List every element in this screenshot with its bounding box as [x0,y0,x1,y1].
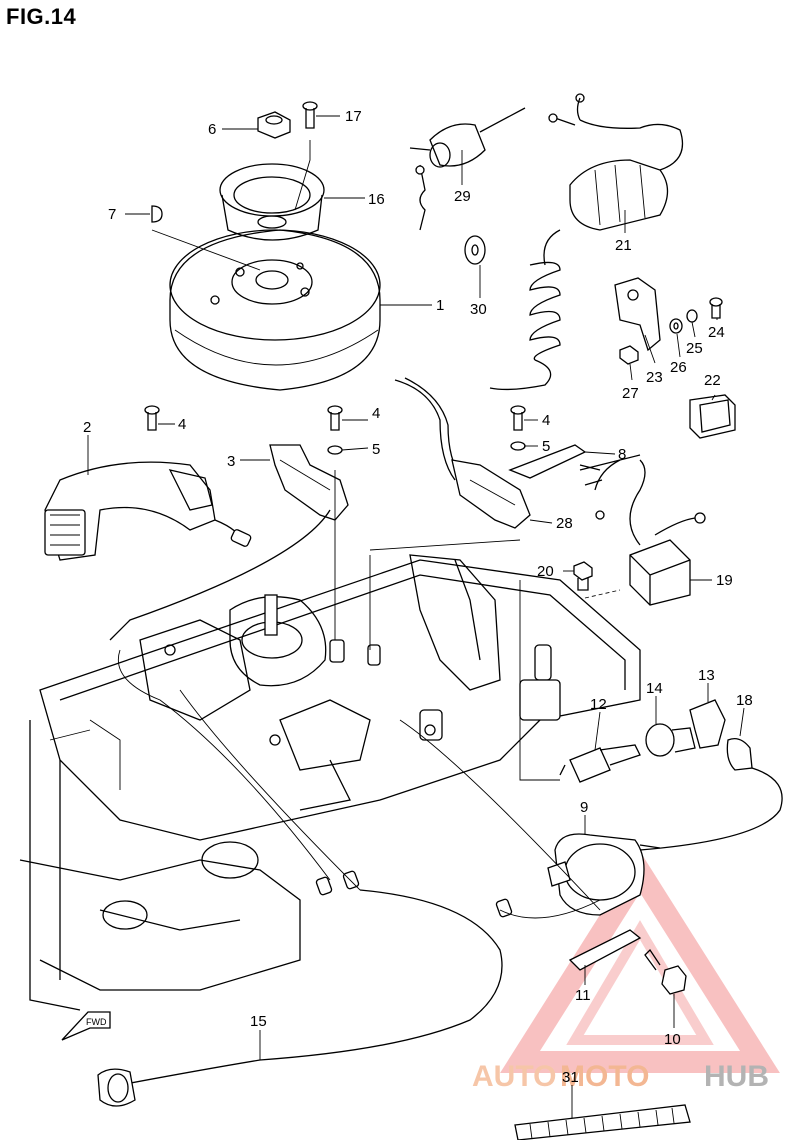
cap-elbow [689,699,726,749]
ground-strap [568,929,642,971]
flat-washer [464,235,486,265]
switch-bracket [394,377,531,529]
washer-5b [510,441,526,451]
callout-23: 23 [646,369,663,386]
flywheel-screw [302,101,318,129]
watermark-hub: HUB [704,1060,769,1093]
callout-2: 2 [83,419,91,436]
spark-plug [559,744,641,783]
callout-5a: 5 [372,441,380,458]
starter-cup [219,163,325,241]
callout-5b: 5 [542,438,550,455]
callout-9: 9 [580,799,588,816]
screw-24 [709,297,723,319]
high-tension-boot [639,737,783,851]
emergency-stop-switch [543,93,684,266]
callout-4c: 4 [542,412,550,429]
callout-31: 31 [562,1069,579,1086]
fwd-arrow-icon: FWD [61,1011,111,1041]
bolt-10 [644,948,687,995]
lanyard-coil [489,261,561,391]
screw-4c [510,405,526,431]
callout-18: 18 [736,692,753,709]
watermark-triangle-icon [500,851,780,1073]
callout-10: 10 [664,1031,681,1048]
callouts: 1 2 3 4 4 4 5 5 6 7 8 9 10 11 12 13 14 1… [83,108,753,1086]
washer-5a [327,445,343,455]
bolt-20 [573,561,593,591]
callout-28: 28 [556,515,573,532]
callout-15: 15 [250,1013,267,1030]
screw-4a [144,405,160,431]
callout-30: 30 [470,301,487,318]
figure-title: FIG.14 [6,4,77,29]
mounting-bracket [614,277,661,352]
watermark-auto: AUTO [472,1060,556,1093]
woodruff-key [151,205,163,223]
callout-16: 16 [368,191,385,208]
stop-switch [409,107,526,231]
flywheel [169,229,381,391]
callout-4b: 4 [372,405,380,422]
wire-harness [97,870,513,1107]
stator-plate [44,461,252,561]
engine-block [19,554,641,1011]
callout-13: 13 [698,667,715,684]
corrugated-tube [514,1104,691,1140]
screw-4b [327,405,343,431]
washer-26 [669,318,683,334]
callout-6: 6 [208,121,216,138]
callout-8: 8 [618,446,626,463]
plug-cap [645,723,696,757]
callout-20: 20 [537,563,554,580]
callout-1: 1 [436,297,444,314]
callout-29: 29 [454,188,471,205]
ignition-coil [547,833,661,916]
callout-14: 14 [646,680,663,697]
callout-17: 17 [345,108,362,125]
callout-19: 19 [716,572,733,589]
callout-11: 11 [575,987,591,1004]
callout-24: 24 [708,324,725,341]
callout-27: 27 [622,385,639,402]
callout-12: 12 [590,696,607,713]
callout-4a: 4 [178,416,186,433]
callout-3: 3 [227,453,235,470]
pulser-coil [109,444,349,641]
callout-22: 22 [704,372,721,389]
watermark-moto: MOTO [560,1060,649,1093]
cdi-unit [579,454,706,606]
nut-27 [619,345,639,365]
washer-25 [686,309,698,323]
callout-26: 26 [670,359,687,376]
wiring-guides [118,470,621,919]
callout-25: 25 [686,340,703,357]
fwd-label: FWD [86,1017,107,1027]
leader-lines [87,115,745,1118]
callout-21: 21 [615,237,632,254]
rubber-cushion [689,394,736,439]
callout-7: 7 [108,206,116,223]
